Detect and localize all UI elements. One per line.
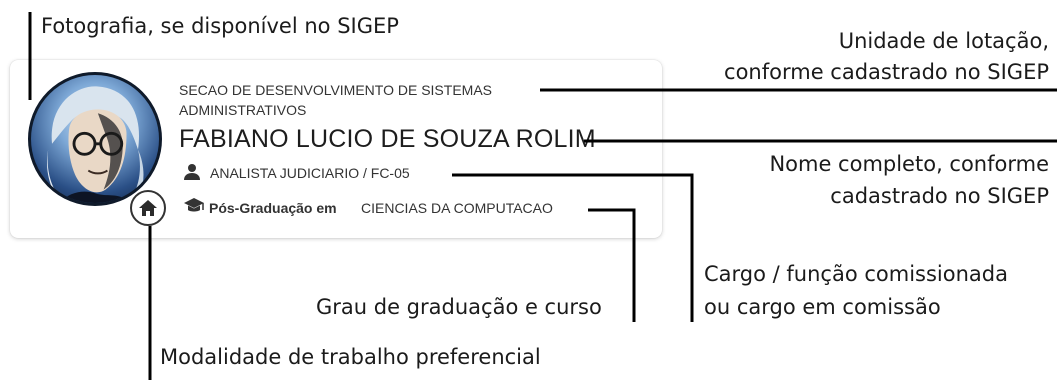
annotation-role-line1: Cargo / função comissionada [704, 262, 1008, 286]
graduation-cap-icon [183, 197, 205, 220]
annotation-degree: Grau de graduação e curso [316, 295, 602, 319]
home-icon [139, 200, 157, 216]
profile-photo [28, 72, 162, 206]
role-text: ANALISTA JUDICIARIO / FC-05 [210, 165, 410, 181]
work-mode-badge[interactable] [130, 190, 166, 226]
person-icon [183, 163, 201, 186]
unit-line2: ADMINISTRATIVOS [179, 102, 307, 118]
annotation-role-line2: ou cargo em comissão [704, 295, 941, 319]
portrait-image [46, 86, 144, 203]
full-name: FABIANO LUCIO DE SOUZA ROLIM [179, 125, 596, 153]
annotation-name-line1: Nome completo, conforme [769, 152, 1049, 176]
annotation-unit-line1: Unidade de lotação, [838, 29, 1049, 53]
annotation-unit-line2: conforme cadastrado no SIGEP [724, 60, 1049, 84]
unit-line1: SECAO DE DESENVOLVIMENTO DE SISTEMAS [179, 82, 492, 98]
degree-course: CIENCIAS DA COMPUTACAO [361, 200, 553, 216]
degree-label: Pós-Graduação em [209, 200, 337, 216]
annotation-work-mode: Modalidade de trabalho preferencial [160, 345, 541, 369]
annotation-photo: Fotografia, se disponível no SIGEP [41, 14, 399, 38]
annotation-name-line2: cadastrado no SIGEP [830, 184, 1049, 208]
